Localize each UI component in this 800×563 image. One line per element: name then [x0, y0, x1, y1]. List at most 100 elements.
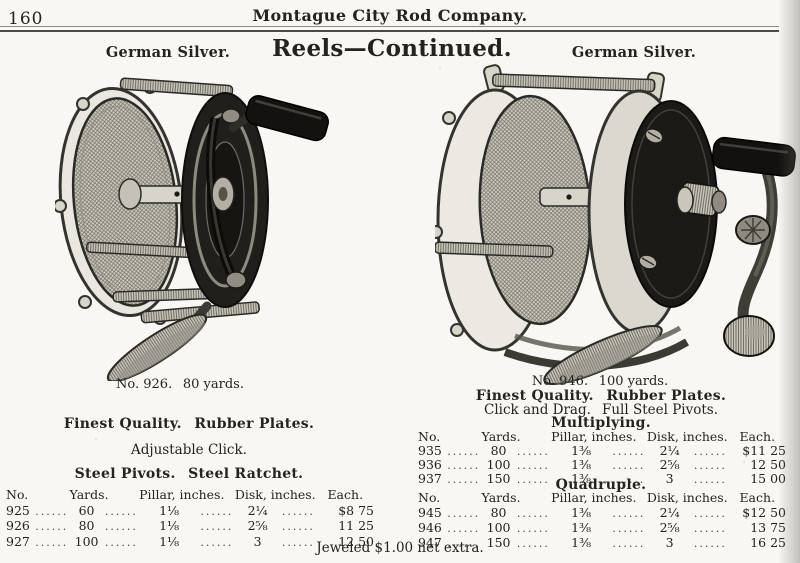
cell-disk: 3: [665, 471, 674, 486]
cell-each: $8 75: [338, 502, 375, 518]
cell-pillar: 1⅜: [571, 457, 592, 472]
header-rule-top: [0, 26, 779, 27]
header-disk: Disk, inches.: [646, 490, 728, 505]
left-pivots-line: Steel Pivots. Steel Ratchet.: [74, 466, 304, 482]
left-quality-line: Finest Quality. Rubber Plates.: [63, 416, 315, 432]
leader-dots: ......: [35, 504, 69, 518]
cell-no: 927: [6, 533, 30, 549]
multiplying-price-table: No. Yards. Pillar, inches. Disk, inches.…: [412, 429, 790, 486]
cell-pillar: 1⅜: [571, 520, 592, 535]
header-yards: Yards.: [481, 490, 521, 505]
table-row: 935 ...... 80 ...... 1⅜ ...... 2¼ ......…: [412, 443, 790, 458]
leader-dots: ......: [612, 537, 646, 550]
table-row: 945 ...... 80 ...... 1⅜ ...... 2¼ ......…: [412, 505, 790, 520]
right-quality-line: Finest Quality. Rubber Plates.: [475, 388, 727, 404]
leader-dots: ......: [447, 473, 481, 486]
table-header-row: No. Yards. Pillar, inches. Disk, inches.…: [412, 490, 790, 505]
header-pillar: Pillar, inches.: [551, 490, 637, 505]
leader-dots: ......: [612, 507, 646, 520]
cell-no: 947: [418, 535, 442, 550]
leader-dots: ......: [447, 445, 481, 458]
leader-dots: ......: [281, 520, 315, 533]
table-row: 947 ...... 150 ...... 1⅜ ...... 3 ......…: [412, 535, 790, 550]
leader-dots: ......: [281, 535, 315, 549]
right-feature-line: Click and Drag. Full Steel Pivots.: [483, 402, 719, 418]
cell-disk: 3: [665, 535, 674, 550]
cell-pillar: 1⅜: [571, 443, 592, 458]
header-disk: Disk, inches.: [646, 429, 728, 444]
header-no: No.: [418, 429, 441, 444]
leader-dots: ......: [447, 522, 481, 535]
header-yards: Yards.: [481, 429, 521, 444]
cell-yards: 100: [486, 520, 511, 535]
table-row: 926 ...... 80 ...... 1⅛ ...... 2⅝ ......…: [0, 518, 378, 534]
cell-yards: 80: [78, 518, 95, 533]
header-each: Each.: [739, 429, 776, 444]
cell-disk: 2⅝: [659, 520, 680, 535]
header-each: Each.: [739, 490, 776, 505]
leader-dots: ......: [693, 537, 727, 550]
leader-dots: ......: [200, 535, 234, 549]
page-number: 160: [8, 9, 44, 29]
cell-disk: 2¼: [659, 443, 680, 458]
leader-dots: ......: [693, 507, 727, 520]
table-row: 946 ...... 100 ...... 1⅜ ...... 2⅝ .....…: [412, 520, 790, 535]
leader-dots: ......: [612, 445, 646, 458]
leader-dots: ......: [35, 520, 69, 533]
company-header: Montague City Rod Company.: [252, 6, 528, 25]
cell-pillar: 1⅜: [571, 505, 592, 520]
cell-no: 946: [418, 520, 442, 535]
cell-no: 937: [418, 471, 442, 486]
leader-dots: ......: [516, 473, 550, 486]
leader-dots: ......: [104, 520, 138, 533]
cell-each: 13 75: [750, 520, 787, 535]
cell-each: 15 00: [750, 471, 787, 486]
cell-yards: 80: [490, 443, 507, 458]
cell-no: 945: [418, 505, 442, 520]
leader-dots: ......: [200, 504, 234, 518]
cell-disk: 2¼: [659, 505, 680, 520]
header-yards: Yards.: [69, 487, 109, 502]
left-reel-caption: No. 926. 80 yards.: [116, 377, 244, 392]
cell-each: $12 50: [742, 505, 787, 520]
cell-yards: 150: [486, 471, 511, 486]
cell-pillar: 1⅛: [159, 518, 180, 533]
table-header-row: No. Yards. Pillar, inches. Disk, inches.…: [412, 429, 790, 444]
cell-yards: 100: [74, 533, 99, 549]
cell-pillar: 1⅜: [571, 535, 592, 550]
leader-dots: ......: [612, 473, 646, 486]
leader-dots: ......: [612, 522, 646, 535]
cell-disk: 2¼: [247, 502, 268, 518]
leader-dots: ......: [516, 445, 550, 458]
table-row: 925 ...... 60 ...... 1⅛ ...... 2¼ ......…: [0, 503, 378, 519]
cell-no: 935: [418, 443, 442, 458]
leader-dots: ......: [447, 507, 481, 520]
cell-pillar: 1⅛: [159, 502, 180, 518]
cell-disk: 3: [253, 533, 262, 549]
leader-dots: ......: [693, 473, 727, 486]
cell-pillar: 1⅛: [159, 533, 180, 549]
leader-dots: ......: [516, 522, 550, 535]
leader-dots: ......: [693, 445, 727, 458]
header-rule-bottom: [0, 30, 779, 32]
cell-yards: 80: [490, 505, 507, 520]
header-disk: Disk, inches.: [234, 487, 316, 502]
right-material-label: German Silver.: [571, 44, 697, 61]
cell-each: $11 25: [742, 443, 787, 458]
table-row: 936 ...... 100 ...... 1⅜ ...... 2⅝ .....…: [412, 457, 790, 472]
cell-no: 926: [6, 518, 30, 533]
cell-yards: 100: [486, 457, 511, 472]
cell-each: 11 25: [338, 518, 375, 533]
cell-disk: 2⅝: [247, 518, 268, 533]
leader-dots: ......: [516, 507, 550, 520]
multiplying-reel-illustration: [435, 64, 796, 386]
cell-each: 16 25: [750, 535, 787, 550]
leader-dots: ......: [516, 537, 550, 550]
cell-pillar: 1⅜: [571, 471, 592, 486]
table-row: 937 ...... 150 ...... 1⅜ ...... 3 ......…: [412, 471, 790, 486]
leader-dots: ......: [693, 459, 727, 472]
cell-yards: 150: [486, 535, 511, 550]
leader-dots: ......: [447, 537, 481, 550]
jeweled-footnote: Jeweled $1.00 net extra.: [316, 540, 484, 556]
